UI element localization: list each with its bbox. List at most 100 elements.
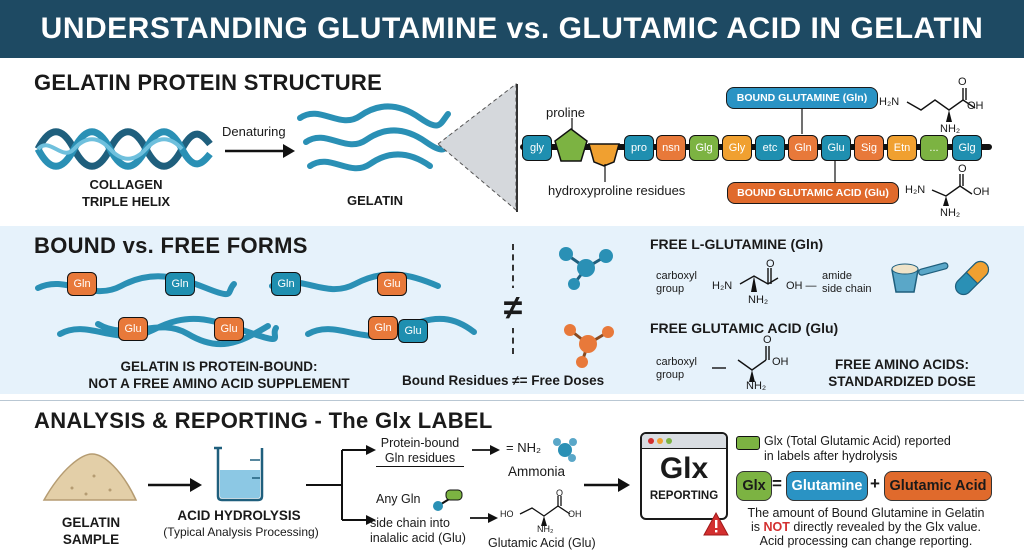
report-label: REPORTING bbox=[649, 490, 719, 502]
bound-glutamic-tag: BOUND GLUTAMIC ACID (Glu) bbox=[727, 182, 899, 204]
protein-bound-caption: GELATIN IS PROTEIN-BOUND:NOT A FREE AMIN… bbox=[88, 359, 350, 391]
residue-pro: pro bbox=[624, 135, 654, 161]
equation-plus: + bbox=[870, 474, 880, 493]
free-glutamine-structure-icon bbox=[739, 268, 779, 292]
strand-residue-glu-4: Glu bbox=[398, 319, 428, 343]
bound-strand-1 bbox=[35, 273, 237, 298]
report-glx-text: Glx bbox=[659, 452, 709, 485]
bound-vs-free-caption: Bound Residues ≠= Free Doses bbox=[402, 373, 605, 388]
gln-oh: OH bbox=[967, 100, 984, 112]
section-heading-structure: GELATIN PROTEIN STRUCTURE bbox=[34, 70, 383, 95]
glutamic-structure-icon bbox=[931, 174, 973, 206]
glu-h2n: H₂N bbox=[905, 184, 926, 196]
window-dot-red bbox=[648, 438, 654, 444]
free-glutamine-title: FREE L-GLUTAMINE (Gln) bbox=[650, 236, 824, 252]
bound-glutamine-tag: BOUND GLUTAMINE (Gln) bbox=[726, 87, 878, 109]
ammonia-molecule-icon bbox=[553, 438, 577, 462]
residue-etc: etc bbox=[755, 135, 785, 161]
any-gln-label: Any Gln bbox=[376, 492, 421, 506]
title-banner bbox=[0, 0, 1024, 58]
strand-residue-gln-3: Gln bbox=[271, 272, 301, 296]
zoom-divider bbox=[516, 84, 518, 212]
glutamic-ho: HO bbox=[500, 509, 514, 519]
strand-residue-glu-1: Glu bbox=[377, 272, 407, 296]
proline-label: proline bbox=[546, 105, 586, 120]
gln-side-chain-icon bbox=[433, 489, 463, 511]
branch-arrows bbox=[306, 445, 376, 525]
glx-report-window: Glx REPORTING bbox=[640, 432, 728, 520]
arrow-right-icon bbox=[584, 478, 630, 492]
zoom-cone bbox=[437, 82, 517, 212]
glutamic-acid-structure-icon bbox=[519, 496, 571, 526]
residue-gly-2: Gly bbox=[722, 135, 752, 161]
ammonia-formula: = NH₂ bbox=[506, 440, 542, 455]
section-heading-analysis: ANALYSIS & REPORTING - The Glx LABEL bbox=[34, 408, 493, 433]
report-window-titlebar bbox=[642, 434, 726, 449]
residue-glg: Glg bbox=[689, 135, 719, 161]
residue-ellipsis: ... bbox=[920, 135, 948, 161]
not-equal-symbol: ≠ bbox=[494, 288, 532, 328]
proline-pointer bbox=[571, 118, 573, 130]
beaker-icon bbox=[214, 446, 264, 502]
glutamic-nh2: NH₂ bbox=[537, 524, 554, 534]
glutamic-acid-label: Glutamic Acid (Glu) bbox=[488, 536, 596, 550]
equation-equals: = bbox=[772, 474, 782, 493]
section-heading-bound-free: BOUND vs. FREE FORMS bbox=[34, 233, 308, 258]
gelatin-label: GELATIN bbox=[346, 193, 404, 208]
hydroxyproline-pointer bbox=[604, 164, 606, 182]
arrow-right-icon bbox=[225, 144, 295, 158]
gln-o: O bbox=[958, 76, 967, 88]
residue-sig: Sig bbox=[854, 135, 884, 161]
window-dot-green bbox=[666, 438, 672, 444]
gln-nh2: NH₂ bbox=[940, 123, 961, 135]
collagen-triple-helix-icon bbox=[34, 128, 213, 170]
equation-glx: Glx bbox=[736, 471, 772, 501]
arrow-right-icon bbox=[148, 478, 202, 492]
strand-residue-glu-3: Glu bbox=[214, 317, 244, 341]
powder-scoop-icon bbox=[891, 262, 949, 293]
gln-divider bbox=[376, 466, 464, 467]
free-glutamic-title: FREE GLUTAMIC ACID (Glu) bbox=[650, 320, 839, 336]
strand-residue-gln-2: Gln bbox=[165, 272, 195, 296]
glx-legend-swatch bbox=[736, 436, 760, 450]
free-gln-nh2: NH₂ bbox=[748, 294, 769, 306]
free-glu-nh2: NH₂ bbox=[746, 380, 767, 392]
glu-o: O bbox=[958, 163, 967, 175]
residue-glu: Glu bbox=[821, 135, 851, 161]
arrow-right-small-icon bbox=[470, 513, 498, 523]
hydroxyproline-label: hydroxyproline residues bbox=[548, 183, 686, 198]
glutamine-structure-icon bbox=[906, 88, 976, 122]
proline-pentagon-icon bbox=[554, 128, 588, 162]
bound-strand-3 bbox=[57, 315, 279, 348]
residue-etn: Etn bbox=[887, 135, 917, 161]
equation-glutamic-acid: Glutamic Acid bbox=[884, 471, 992, 501]
strand-residue-gln-1: Gln bbox=[67, 272, 97, 296]
warning-icon bbox=[703, 511, 729, 536]
acid-hydrolysis-subtitle: (Typical Analysis Processing) bbox=[163, 525, 319, 539]
glu-oh: OH bbox=[973, 186, 990, 198]
denaturing-label: Denaturing bbox=[222, 124, 286, 139]
gln-h2n: H₂N bbox=[879, 96, 900, 108]
bound-glutamic-pointer bbox=[834, 160, 836, 182]
warning-text: The amount of Bound Glutamine in Gelatin… bbox=[747, 506, 985, 548]
arrow-right-small-icon bbox=[472, 445, 500, 455]
strand-residue-gln-4: Gln bbox=[368, 316, 398, 340]
residue-gly: gly bbox=[522, 135, 552, 161]
free-glutamic-structure-icon bbox=[712, 346, 770, 382]
free-gln-o: O bbox=[766, 258, 775, 270]
acid-hydrolysis-title: ACID HYDROLYSIS bbox=[177, 508, 301, 523]
gelatin-strands-icon bbox=[297, 103, 453, 172]
free-glutamic-molecule-icon bbox=[564, 324, 614, 368]
glutamic-o: O bbox=[556, 488, 564, 498]
window-dot-amber bbox=[657, 438, 663, 444]
ammonia-label: Ammonia bbox=[508, 464, 566, 479]
bound-glutamine-pointer bbox=[801, 108, 803, 134]
strand-residue-glu-2: Glu bbox=[118, 317, 148, 341]
hydroxyproline-pentagon-icon bbox=[588, 143, 620, 167]
